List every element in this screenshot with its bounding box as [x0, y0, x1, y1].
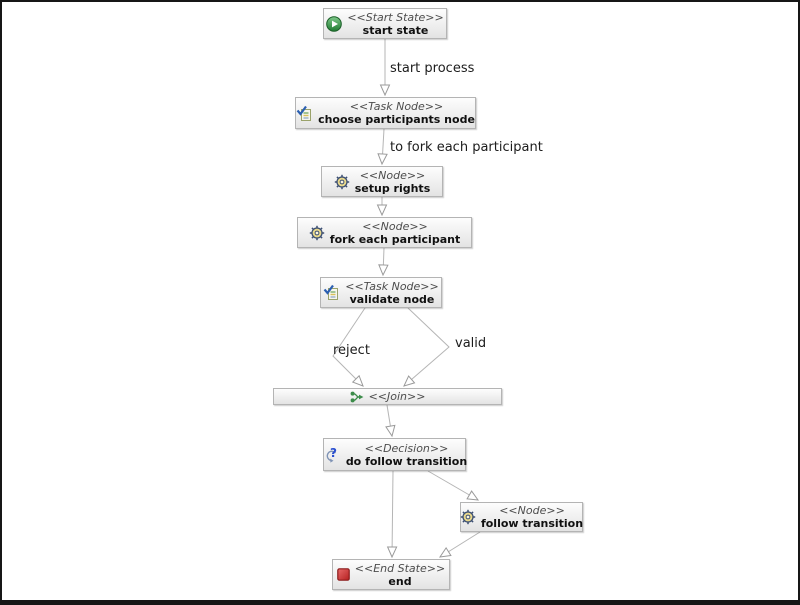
question-refresh-icon: ? — [322, 446, 341, 463]
node-validate[interactable]: <<Task Node>> validate node — [320, 277, 442, 308]
node-choose-participants[interactable]: <<Task Node>> choose participants node — [295, 97, 476, 129]
red-stop-icon — [336, 568, 350, 581]
node-label: validate node — [349, 292, 435, 306]
edge-choose-to-setup — [377, 128, 388, 166]
edge-fork-to-validate — [378, 247, 389, 277]
node-fork-each-participant[interactable]: <<Node>> fork each participant — [297, 217, 472, 248]
node-label: do follow transition — [345, 454, 468, 468]
node-stereotype: <<Node>> — [359, 168, 426, 182]
transition-label-valid: valid — [455, 336, 487, 351]
node-label: choose participants node — [318, 113, 475, 126]
node-stereotype: <<End State>> — [354, 561, 446, 575]
edge-reject-to-join — [332, 307, 366, 387]
node-setup-rights[interactable]: <<Node>> setup rights — [321, 166, 443, 197]
edge-decision-to-follow — [427, 470, 480, 501]
node-stereotype: <<Node>> — [499, 504, 565, 517]
node-label: fork each participant — [329, 232, 461, 246]
edge-join-to-decision — [385, 404, 396, 438]
edge-valid-to-join — [403, 307, 450, 387]
task-checklist-icon — [323, 284, 340, 301]
edge-decision-to-end — [386, 470, 398, 559]
node-start-state[interactable]: <<Start State>> start state — [323, 8, 447, 39]
gear-icon — [309, 225, 325, 241]
node-follow-transition[interactable]: <<Node>> follow transition — [460, 502, 583, 532]
task-checklist-icon — [296, 105, 313, 122]
node-join[interactable]: <<Join>> — [273, 388, 502, 405]
node-stereotype: <<Task Node>> — [349, 100, 444, 113]
node-stereotype: <<Join>> — [368, 390, 426, 403]
transition-label-to-fork: to fork each participant — [390, 140, 543, 155]
node-end-state[interactable]: <<End State>> end — [332, 559, 450, 590]
transition-label-start-process: start process — [390, 61, 475, 76]
svg-text:?: ? — [330, 446, 337, 460]
node-stereotype: <<Decision>> — [364, 441, 449, 455]
edge-follow-to-end — [438, 531, 481, 558]
green-play-icon — [326, 15, 343, 32]
node-stereotype: <<Start State>> — [347, 10, 444, 24]
node-decision[interactable]: ? <<Decision>> do follow transition — [322, 438, 468, 471]
node-label: setup rights — [354, 181, 431, 195]
node-stereotype: <<Task Node>> — [345, 279, 439, 293]
node-stereotype: <<Node>> — [362, 219, 428, 233]
node-label: start state — [362, 23, 429, 37]
merge-arrows-icon — [350, 391, 364, 403]
transition-label-reject: reject — [333, 343, 370, 358]
node-label: end — [388, 574, 412, 588]
gear-icon — [460, 509, 476, 525]
gear-icon — [334, 174, 350, 190]
node-label: follow transition — [480, 517, 584, 530]
